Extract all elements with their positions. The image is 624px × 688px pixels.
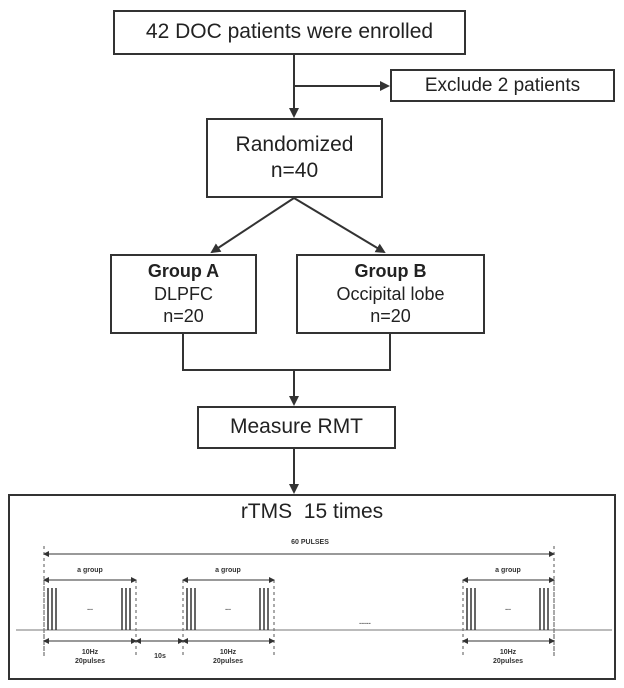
freq-label: 10Hz	[500, 649, 517, 656]
interval: 10s	[135, 638, 184, 660]
interval-label: 10s	[154, 653, 166, 660]
pulses-label: 20pulses	[493, 658, 523, 665]
group-a-title: Group A	[147, 261, 220, 282]
pulse-group-2: a group ... 10Hz 20pulses	[182, 567, 275, 665]
exclude-box: Exclude 2 patients	[390, 69, 615, 102]
group-a-n: n=20	[163, 306, 204, 327]
pulses-label: 20pulses	[213, 658, 243, 665]
between-groups-ellipsis: ......	[359, 619, 371, 626]
randomized-n: n=40	[270, 159, 319, 182]
group-b-n: n=20	[370, 306, 411, 327]
randomized-box: Randomized n=40	[206, 118, 383, 198]
exclude-text: Exclude 2 patients	[424, 74, 581, 96]
arrow-randomized-to-group-b	[293, 197, 386, 254]
group-label: a group	[215, 567, 241, 574]
merge-line	[182, 334, 391, 371]
pulses-label: 20pulses	[75, 658, 105, 665]
total-pulses-label: 60 PULSES	[291, 539, 329, 546]
enrolled-text: 42 DOC patients were enrolled	[145, 20, 434, 44]
group-label: a group	[495, 567, 521, 574]
rtms-title: rTMS 15 times	[240, 500, 384, 523]
freq-label: 10Hz	[82, 649, 99, 656]
pulses-ellipsis: ...	[225, 605, 231, 612]
measure-rmt-box: Measure RMT	[197, 406, 396, 449]
group-b-box: Group B Occipital lobe n=20	[296, 254, 485, 334]
group-a-box: Group A DLPFC n=20	[110, 254, 257, 334]
group-b-site: Occipital lobe	[336, 283, 445, 304]
pulse-timing-diagram: 60 PULSES a group ... 10Hz 20pu	[16, 539, 612, 665]
pulse-group-last: a group ... 10Hz 20pulses	[462, 567, 555, 665]
dashed-guides	[43, 546, 555, 656]
pulse-group-1: a group ... 10Hz 20pulses	[43, 567, 137, 665]
rtms-protocol-panel: rTMS 15 times 60 PULSES a	[8, 494, 616, 680]
freq-label: 10Hz	[220, 649, 237, 656]
measure-rmt-text: Measure RMT	[229, 415, 364, 439]
pulses-ellipsis: ...	[505, 605, 511, 612]
arrow-randomized-to-group-a	[210, 197, 295, 254]
randomized-label: Randomized	[235, 132, 354, 156]
group-label: a group	[77, 567, 103, 574]
group-a-site: DLPFC	[153, 283, 213, 304]
enrolled-box: 42 DOC patients were enrolled	[113, 10, 466, 55]
group-b-title: Group B	[354, 261, 427, 282]
pulses-ellipsis: ...	[87, 605, 93, 612]
